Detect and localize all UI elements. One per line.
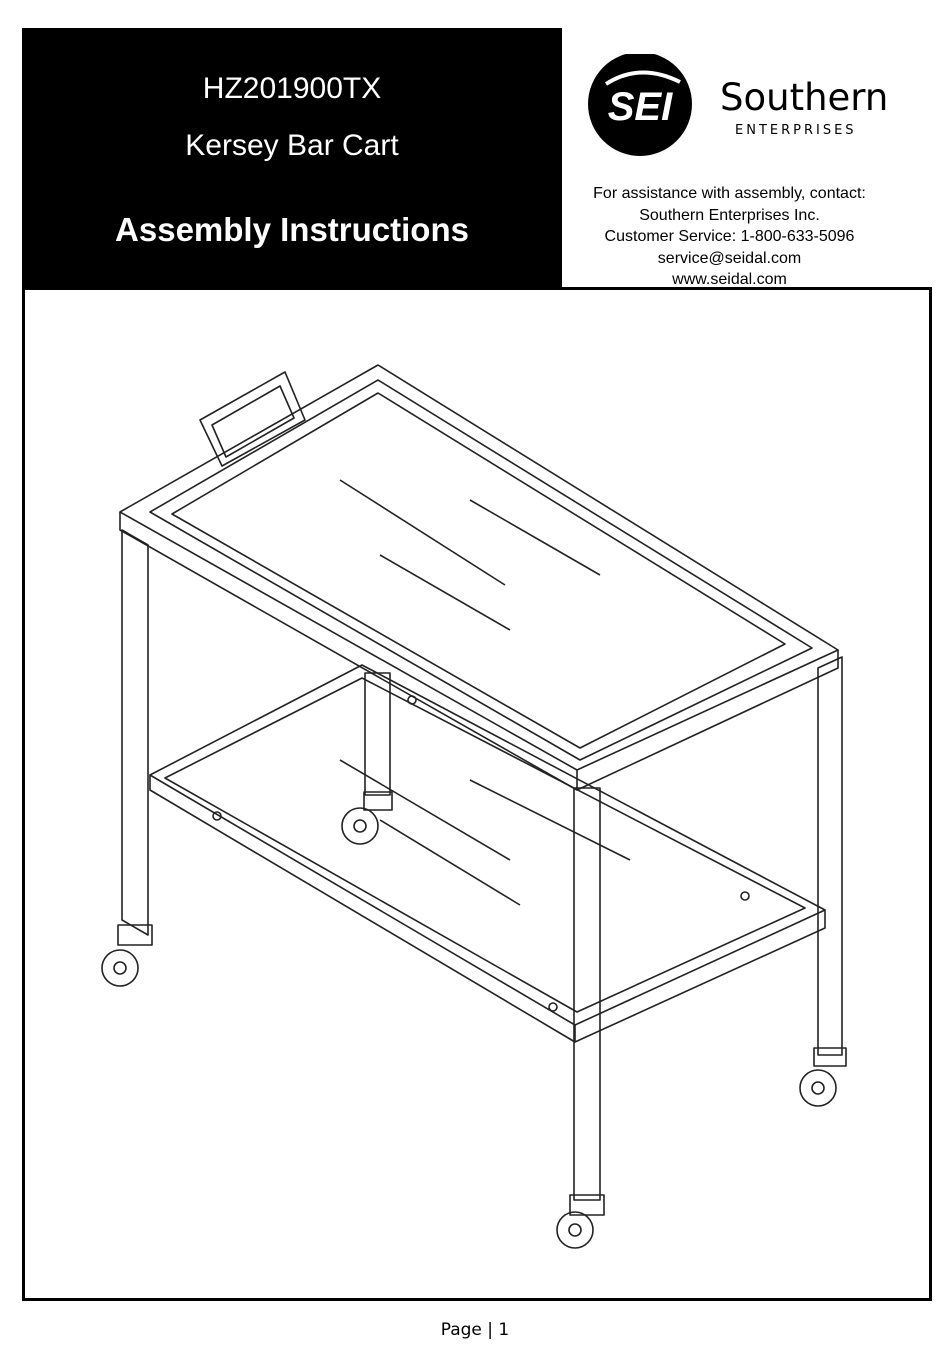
- title-block: HZ201900TX Kersey Bar Cart Assembly Inst…: [22, 28, 562, 290]
- page-number: Page | 1: [440, 1320, 510, 1340]
- illustration-frame: [22, 287, 932, 1301]
- model-number: HZ201900TX: [202, 72, 382, 105]
- document-title: Assembly Instructions: [115, 211, 469, 248]
- southern-enterprises-logo: SEI Southern ENTERPRISES: [588, 54, 888, 156]
- casters: [101, 791, 847, 1249]
- contact-email[interactable]: service@seidal.com: [657, 249, 802, 267]
- svg-text:SEI: SEI: [608, 85, 673, 129]
- contact-info: For assistance with assembly, contact: S…: [562, 183, 897, 291]
- brand-name: Southern: [720, 76, 888, 119]
- tray-handle: [199, 371, 306, 467]
- product-name: Kersey Bar Cart: [185, 129, 399, 162]
- legs: [121, 529, 843, 1201]
- contact-website[interactable]: www.seidal.com: [672, 271, 787, 288]
- top-frame: [119, 364, 839, 791]
- brand-subtitle: ENTERPRISES: [735, 123, 857, 138]
- contact-phone: Customer Service: 1-800-633-5096: [604, 228, 855, 245]
- contact-intro: For assistance with assembly, contact:: [593, 185, 866, 202]
- lower-shelf: [149, 664, 826, 1043]
- contact-company: Southern Enterprises Inc.: [639, 206, 820, 224]
